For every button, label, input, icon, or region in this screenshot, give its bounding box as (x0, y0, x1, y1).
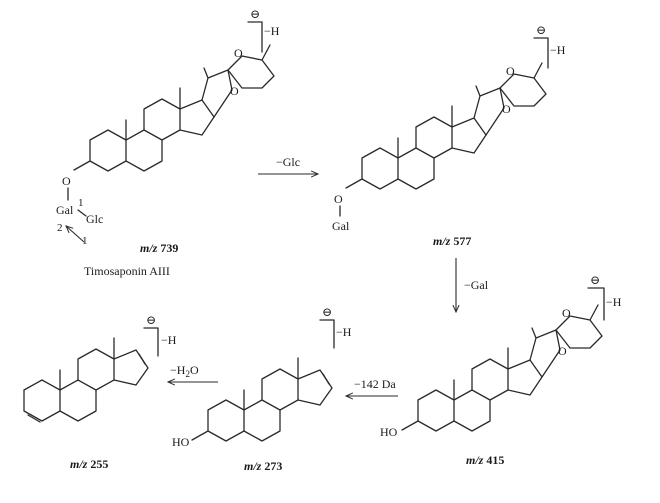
charge-icon-273: ⊖ (322, 305, 332, 319)
step-minus-142: −142 Da (354, 377, 396, 391)
ring-oxygen-f: O (234, 46, 243, 60)
ho-label: HO (172, 435, 190, 449)
molecule-577: O O O Gal −H ⊖ (332, 23, 566, 233)
ring-oxygen-e: O (558, 344, 567, 358)
molecule-739: O O O Gal 1 Glc 2 1 −H ⊖ (56, 7, 280, 247)
ring-oxygen-f: O (562, 306, 571, 320)
molecule-273: HO −H ⊖ (172, 305, 352, 449)
charge-icon-577: ⊖ (536, 23, 546, 37)
link-1-label: 1 (78, 197, 84, 209)
mz-label-739: m/z 739 (140, 241, 178, 255)
o-glycoside: O (62, 174, 71, 188)
charge-icon-255: ⊖ (146, 313, 156, 327)
step-minus-h2o: −H2O (170, 363, 199, 379)
glc-label: Glc (86, 212, 103, 226)
o-glycoside: O (334, 192, 343, 206)
charge-icon-739: ⊖ (250, 7, 260, 21)
charge-label-739: −H (264, 24, 280, 38)
step-minus-gal: −Gal (464, 278, 489, 292)
ring-oxygen-e: O (230, 84, 239, 98)
mz-label-415: m/z 415 (466, 453, 504, 467)
charge-label-415: −H (606, 295, 622, 309)
molecule-255: −H ⊖ (23, 313, 177, 423)
mz-label-255: m/z 255 (70, 457, 108, 471)
charge-label-577: −H (550, 43, 566, 57)
timosaponin-name: Timosaponin AIII (84, 264, 170, 278)
gal-label: Gal (332, 219, 350, 233)
charge-label-273: −H (336, 325, 352, 339)
molecule-415: O O HO −H ⊖ (380, 273, 622, 439)
step-minus-glc: −Glc (276, 155, 300, 169)
charge-label-255: −H (161, 333, 177, 347)
ring-oxygen-f: O (506, 64, 515, 78)
ring-oxygen-e: O (502, 102, 511, 116)
mz-label-577: m/z 577 (433, 234, 471, 248)
link-3-label: 1 (82, 235, 88, 247)
gal-label: Gal (56, 203, 74, 217)
charge-icon-415: ⊖ (590, 273, 600, 287)
link-2-label: 2 (57, 222, 63, 234)
ho-label: HO (380, 425, 398, 439)
mz-label-273: m/z 273 (244, 459, 282, 473)
